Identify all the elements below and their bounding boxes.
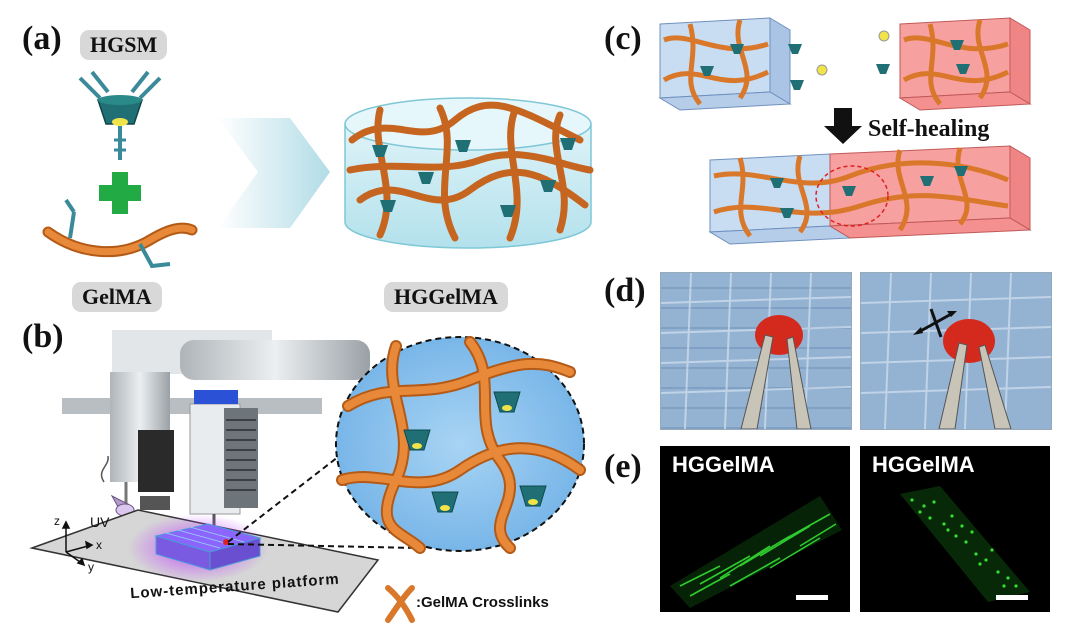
scale-bar-left	[796, 595, 828, 600]
gel-block-blue-icon	[658, 17, 792, 111]
panel-label-b: (b)	[22, 318, 64, 355]
healed-gel-block-icon	[708, 145, 1032, 245]
fluorescence-image-right: HGGelMA	[860, 446, 1050, 612]
plus-icon	[99, 172, 141, 214]
crosslink-legend-icon	[385, 585, 415, 623]
scale-bar-right	[996, 595, 1028, 600]
gelma-chain-icon	[42, 198, 198, 269]
axis-x-label: x	[96, 538, 102, 552]
hggelma-gel-icon	[344, 97, 594, 249]
uv-label: UV	[90, 514, 110, 530]
axis-y-label: y	[88, 560, 94, 574]
gelma-label: GelMA	[72, 282, 162, 312]
legend-label: :GelMA Crosslinks	[416, 594, 549, 611]
axis-z-label: z	[54, 514, 60, 528]
down-arrow-icon	[824, 108, 862, 144]
panel-label-d: (d)	[604, 272, 646, 309]
printed-construct-icon	[154, 523, 262, 571]
self-healing-label: Self-healing	[868, 116, 990, 142]
panel-label-e: (e)	[604, 448, 642, 485]
panel-label-a: (a)	[22, 20, 62, 57]
hggelma-label: HGGelMA	[384, 282, 508, 312]
hgsm-label: HGSM	[80, 30, 168, 60]
bioprinter-icon	[62, 330, 370, 532]
axes-icon	[61, 520, 94, 567]
panel-label-c: (c)	[604, 20, 642, 57]
fluorescence-title-left: HGGelMA	[672, 452, 775, 477]
hgsm-molecule-icon	[78, 70, 162, 160]
reaction-arrow-icon	[218, 118, 330, 228]
photo-gel-intact	[660, 272, 852, 430]
zoom-network-icon	[335, 336, 586, 554]
fluorescence-image-left: HGGelMA	[660, 446, 850, 612]
fluorescence-title-right: HGGelMA	[872, 452, 975, 477]
gel-block-red-icon	[898, 17, 1032, 111]
photo-gel-stretched	[860, 272, 1052, 430]
